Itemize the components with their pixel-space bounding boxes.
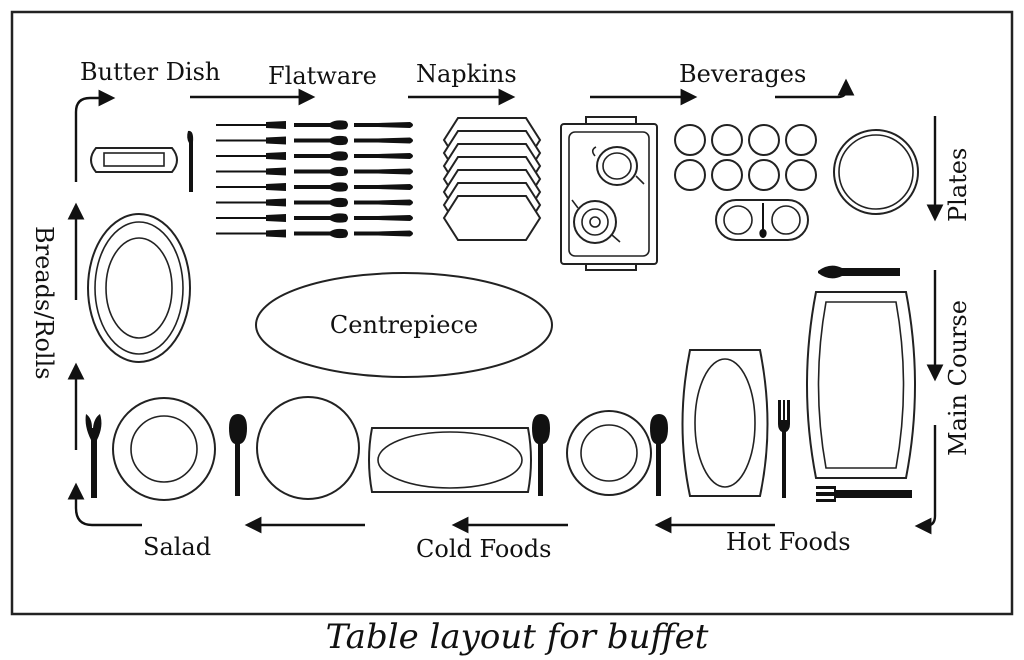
beverage-urn-tray: [560, 116, 658, 271]
knife-icon: [354, 137, 413, 144]
hot-food-dish: [681, 349, 769, 497]
label-hot-foods: Hot Foods: [726, 528, 851, 556]
knife-icon: [354, 230, 413, 237]
spoon-icon: [294, 166, 348, 177]
serving-fork-icon: [816, 486, 912, 502]
centrepiece: Centrepiece: [255, 272, 553, 378]
fork-icon: [216, 167, 286, 176]
label-plates: Plates: [944, 148, 972, 222]
fork-icon: [216, 121, 286, 129]
label-flatware: Flatware: [268, 62, 377, 90]
knife-icon: [354, 184, 413, 190]
label-butter-dish: Butter Dish: [80, 58, 220, 86]
main-course-platter: [806, 265, 916, 502]
cup-icon: [711, 124, 743, 156]
sugar-creamer-tray: [715, 199, 809, 241]
cold-food-platter: [368, 427, 532, 493]
arrow-beverages-to-plates: [775, 78, 855, 99]
cup-icon: [785, 159, 817, 191]
label-beverages: Beverages: [679, 60, 806, 88]
spoon-icon: [759, 203, 767, 238]
knife-icon: [354, 153, 413, 159]
butter-knife-icon: [187, 130, 194, 192]
label-napkins: Napkins: [416, 60, 517, 88]
butter-dish: [90, 130, 194, 192]
fork-icon: [216, 136, 286, 145]
spoon-icon: [294, 197, 348, 208]
napkin-stack: [442, 117, 542, 241]
cup-icon: [711, 159, 743, 191]
knife-icon: [354, 122, 413, 128]
hot-food-spoon-icon: [650, 414, 668, 496]
label-main-course: Main Course: [944, 300, 972, 456]
arrow-main-to-hot: [914, 425, 937, 535]
knife-icon: [354, 168, 413, 175]
cup-icon: [748, 124, 780, 156]
spoon-icon: [294, 151, 348, 161]
label-cold-foods: Cold Foods: [416, 535, 551, 563]
fork-icon: [216, 214, 286, 222]
fork-icon: [216, 152, 286, 160]
napkin-icon: [442, 195, 542, 241]
salad-spoon-icon: [229, 414, 247, 496]
small-plate: [566, 410, 652, 496]
table-border: [10, 10, 1014, 616]
spoon-icon: [294, 135, 348, 146]
flow-arrows: [67, 78, 944, 535]
fork-icon: [216, 183, 286, 191]
beverage-cups: [674, 124, 817, 191]
cup-icon: [674, 124, 706, 156]
salad-bowl: [112, 397, 216, 501]
plate-stack: [833, 129, 919, 215]
cold-food-plate: [256, 396, 360, 500]
cold-food-spoon-icon: [532, 414, 550, 496]
spoon-icon: [294, 228, 348, 239]
cup-icon: [674, 159, 706, 191]
spoon-icon: [294, 182, 348, 192]
hot-food-fork-icon: [778, 400, 790, 498]
fork-icon: [216, 198, 286, 207]
label-breads-rolls: Breads/Rolls: [30, 226, 58, 380]
cup-icon: [748, 159, 780, 191]
flatware-set: [216, 120, 413, 239]
teapot-icon: [591, 146, 645, 186]
fork-icon: [216, 229, 286, 238]
coffee-pot-icon: [571, 199, 621, 244]
bread-platter: [87, 213, 191, 363]
salad-server-icon: [85, 414, 102, 498]
knife-icon: [354, 215, 413, 221]
centrepiece-label: Centrepiece: [330, 311, 478, 339]
spoon-icon: [294, 213, 348, 223]
arrow-breads-to-butter: [74, 89, 116, 182]
serving-spoon-icon: [818, 265, 900, 279]
arrow-salad-to-breads: [67, 482, 142, 527]
knife-icon: [354, 199, 413, 206]
label-salad: Salad: [143, 533, 211, 561]
cup-icon: [785, 124, 817, 156]
spoon-icon: [294, 120, 348, 130]
diagram-caption: Table layout for buffet: [326, 617, 709, 657]
